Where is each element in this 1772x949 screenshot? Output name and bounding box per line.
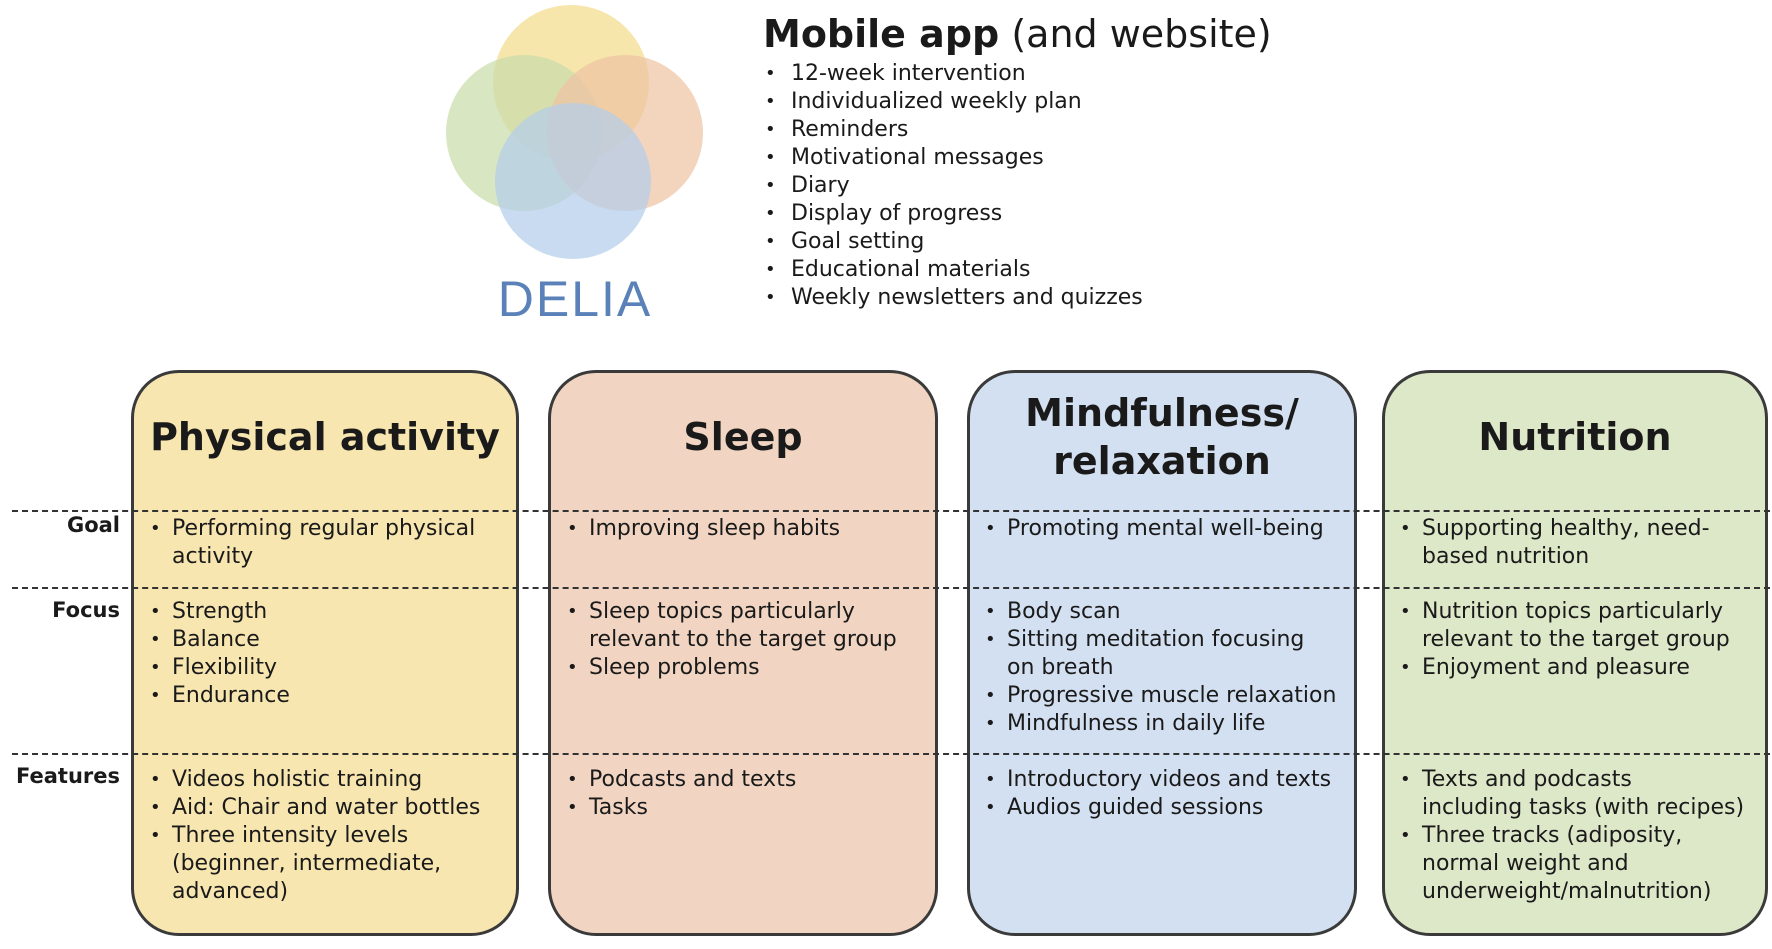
list-item: 12-week intervention <box>763 60 1272 88</box>
app-heading: Mobile app (and website) <box>763 8 1272 60</box>
list-item: Educational materials <box>763 256 1272 284</box>
cell-nutrition-features: Texts and podcasts including tasks (with… <box>1390 766 1744 906</box>
list-item: Performing regular physical activity <box>140 515 475 571</box>
column-title: Physical activity <box>150 415 500 459</box>
list-item: Reminders <box>763 116 1272 144</box>
logo-text: DELIA <box>497 271 653 327</box>
cell-mindfulness-features: Introductory videos and texts Audios gui… <box>975 766 1331 822</box>
delia-logo: DELIA <box>440 0 710 330</box>
row-label-features: Features <box>16 764 120 788</box>
row-divider <box>12 587 1770 589</box>
column-title: Sleep <box>683 415 803 459</box>
list-item: Supporting healthy, need- based nutritio… <box>1390 515 1710 571</box>
logo-circle-bottom <box>495 103 651 259</box>
cell-nutrition-focus: Nutrition topics particularly relevant t… <box>1390 598 1730 682</box>
list-item: Sitting meditation focusing on breath <box>975 626 1336 682</box>
list-item: Mindfulness in daily life <box>975 710 1336 738</box>
list-item: Strength <box>140 598 290 626</box>
row-divider <box>12 753 1770 755</box>
row-label-focus: Focus <box>52 598 120 622</box>
list-item: Sleep topics particularly relevant to th… <box>557 598 897 654</box>
list-item: Display of progress <box>763 200 1272 228</box>
list-item: Introductory videos and texts <box>975 766 1331 794</box>
list-item: Goal setting <box>763 228 1272 256</box>
cell-mindfulness-goal: Promoting mental well-being <box>975 515 1324 543</box>
list-item: Texts and podcasts including tasks (with… <box>1390 766 1744 822</box>
cell-sleep-focus: Sleep topics particularly relevant to th… <box>557 598 897 682</box>
mobile-app-section: Mobile app (and website) 12-week interve… <box>763 8 1272 312</box>
cell-physical-activity-focus: Strength Balance Flexibility Endurance <box>140 598 290 710</box>
list-item: Three intensity levels (beginner, interm… <box>140 822 480 906</box>
cell-nutrition-goal: Supporting healthy, need- based nutritio… <box>1390 515 1710 571</box>
app-feature-list: 12-week intervention Individualized week… <box>763 60 1272 312</box>
list-item: Improving sleep habits <box>557 515 840 543</box>
list-item: Flexibility <box>140 654 290 682</box>
list-item: Audios guided sessions <box>975 794 1331 822</box>
list-item: Balance <box>140 626 290 654</box>
list-item: Sleep problems <box>557 654 897 682</box>
column-title: Mindfulness/ relaxation <box>1025 391 1299 483</box>
row-label-goal: Goal <box>66 513 120 537</box>
column-title: Nutrition <box>1478 415 1672 459</box>
list-item: Enjoyment and pleasure <box>1390 654 1730 682</box>
list-item: Three tracks (adiposity, normal weight a… <box>1390 822 1744 906</box>
app-subtitle: (and website) <box>1011 12 1272 56</box>
list-item: Aid: Chair and water bottles <box>140 794 480 822</box>
cell-mindfulness-focus: Body scan Sitting meditation focusing on… <box>975 598 1336 738</box>
cell-physical-activity-goal: Performing regular physical activity <box>140 515 475 571</box>
overlapping-circles-icon <box>446 5 703 259</box>
list-item: Promoting mental well-being <box>975 515 1324 543</box>
cell-sleep-features: Podcasts and texts Tasks <box>557 766 796 822</box>
list-item: Videos holistic training <box>140 766 480 794</box>
list-item: Endurance <box>140 682 290 710</box>
list-item: Motivational messages <box>763 144 1272 172</box>
list-item: Progressive muscle relaxation <box>975 682 1336 710</box>
list-item: Nutrition topics particularly relevant t… <box>1390 598 1730 654</box>
list-item: Podcasts and texts <box>557 766 796 794</box>
app-title: Mobile app <box>763 12 1000 56</box>
list-item: Body scan <box>975 598 1336 626</box>
cell-sleep-goal: Improving sleep habits <box>557 515 840 543</box>
list-item: Weekly newsletters and quizzes <box>763 284 1272 312</box>
list-item: Tasks <box>557 794 796 822</box>
list-item: Diary <box>763 172 1272 200</box>
row-divider <box>12 510 1770 512</box>
cell-physical-activity-features: Videos holistic training Aid: Chair and … <box>140 766 480 906</box>
list-item: Individualized weekly plan <box>763 88 1272 116</box>
